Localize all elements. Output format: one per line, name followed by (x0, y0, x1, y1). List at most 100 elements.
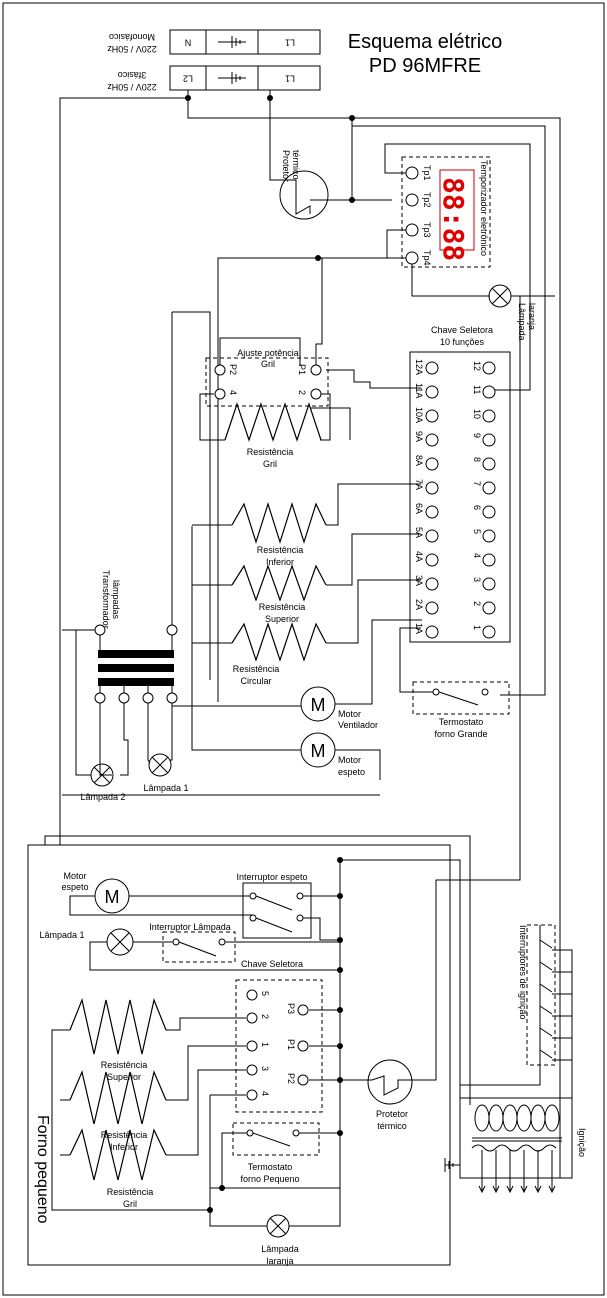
small-selector-terminal (246, 1040, 258, 1052)
lamps-big: Lâmpada 2 Lâmpada 1 (80, 753, 189, 802)
supply-tri-l2: L2 (183, 74, 193, 84)
small-selector-label: P1 (286, 1039, 296, 1050)
selector-terminal-right (482, 505, 496, 519)
small-res-gril-line1: Resistência (107, 1187, 154, 1197)
selector-terminal-left (425, 625, 439, 639)
selector-label-right: 5 (472, 529, 482, 534)
ignition-coil (474, 1104, 490, 1132)
res-circular-line1: Resistência (233, 664, 280, 674)
supply-mono-block: N L1 220V / 50Hz Monofásico (107, 29, 321, 55)
selector-terminal-right (482, 409, 496, 423)
grill-adjust-line2: Gril (261, 359, 275, 369)
small-selector-terminal (297, 1040, 309, 1052)
protector-top-line2: térmico (291, 150, 301, 180)
small-res-inf-line2: Inferior (110, 1142, 138, 1152)
timer-tp4: Tp4 (422, 250, 432, 266)
selector-label-left: 11A (414, 383, 424, 398)
small-selector-label: 4 (260, 1091, 270, 1096)
selector-label-left: 2A (414, 599, 424, 610)
small-selector-label: Chave Seletora (241, 959, 303, 969)
selector-label-right: 2 (472, 601, 482, 606)
grill-adjust-4: 4 (228, 390, 238, 395)
selector-label-right: 12 (472, 361, 482, 371)
res-gril-line1: Resistência (247, 447, 294, 457)
selector-line2: 10 funções (440, 337, 485, 347)
transformer-line1: Transformador (101, 570, 111, 629)
res-gril-line2: Gril (263, 459, 277, 469)
ignition-output-arrow (478, 1150, 486, 1194)
ignition-output-arrow (492, 1150, 500, 1194)
electronic-timer: 88:88 Temporizador eletrônico Tp1 Tp2 Tp… (401, 156, 491, 268)
switch-spit-label: Interruptor espeto (236, 872, 307, 882)
supply-mono-volts: 220V / 50Hz (107, 44, 157, 54)
timer-label: Temporizador eletrônico (479, 160, 489, 256)
selector-terminal-left (425, 457, 439, 471)
supply-mono-type: Monofásico (109, 32, 155, 42)
selector-label-right: 4 (472, 553, 482, 558)
transformer-lamps: Transformador lâmpadas (94, 570, 178, 704)
selector-terminal-left (425, 481, 439, 495)
title-line1: Esquema elétrico (348, 31, 503, 53)
small-selector-label: 3 (260, 1066, 270, 1071)
motor-fan-line2: Ventilador (338, 720, 378, 730)
selector-label-right: 8 (472, 457, 482, 462)
thermostat-big: Termostato forno Grande (412, 681, 510, 739)
selector-terminal-left (425, 361, 439, 375)
selector-terminal-right (482, 481, 496, 495)
motor-spit-line1: Motor (338, 755, 361, 765)
ignition-switch-contact (539, 1049, 553, 1059)
ignition-switch-contact (539, 939, 553, 949)
small-res-sup-line1: Resistência (101, 1060, 148, 1070)
selector-label-left: 7A (414, 479, 424, 490)
supply-tri-volts: 220V / 50Hz (107, 82, 157, 92)
selector-label-right: 7 (472, 481, 482, 486)
small-lamp-orange-line2: laranja (266, 1256, 293, 1266)
motor-spit-symbol: M (311, 741, 326, 761)
small-selector-label: 5 (260, 991, 270, 996)
lamp-orange-top-line2: laranja (527, 303, 537, 330)
supply-mono-l1: L1 (285, 38, 295, 48)
small-selector-label: 1 (260, 1042, 270, 1047)
small-selector-terminal (246, 1064, 258, 1076)
motor-spit-big: M Motor espeto (300, 732, 365, 777)
selector-label-left: 9A (414, 431, 424, 442)
selector-terminal-right (482, 625, 496, 639)
selector-label-left: 5A (414, 527, 424, 538)
lamp-orange-top: Lâmpada laranja (488, 284, 555, 341)
selector-terminal-right (482, 361, 496, 375)
supply-tri-block: L2 L1 220V / 50Hz 3fásico (107, 65, 321, 92)
selector-terminal-right (482, 433, 496, 447)
selector-terminal-right (482, 529, 496, 543)
small-thermostat-line2: forno Pequeno (240, 1174, 299, 1184)
small-lamp1: Lâmpada 1 (39, 930, 84, 940)
selector-terminal-left (425, 553, 439, 567)
selector-label-right: 11 (472, 385, 482, 394)
res-inferior-line2: Inferior (266, 557, 294, 567)
small-selector-label: P2 (286, 1073, 296, 1084)
small-res-sup-line2: Superior (107, 1072, 141, 1082)
timer-tp2: Tp2 (422, 192, 432, 208)
title-line2: PD 96MFRE (369, 55, 481, 77)
selector-terminal-right (482, 601, 496, 615)
ignition-switches: Interruptores de ignição (460, 924, 573, 1098)
timer-tp3: Tp3 (422, 222, 432, 238)
supply-wires (59, 90, 561, 1178)
ignition-secondary (471, 1144, 557, 1152)
motor-fan: M Motor Ventilador (300, 686, 378, 730)
selector-terminal-left (425, 577, 439, 591)
ignition-output-arrow (520, 1150, 528, 1194)
ignition-switch-contact (539, 961, 553, 971)
grill-power-adjust: Ajuste potência Gril P2 4 P1 2 (205, 348, 329, 407)
supply-mono-n: N (185, 38, 192, 48)
small-oven-label: Forno pequeno (34, 1115, 51, 1224)
ignition-core (472, 1137, 562, 1142)
selector-terminal-left (425, 409, 439, 423)
grill-adjust-p1: P1 (297, 364, 307, 375)
small-motor-line2: espeto (61, 882, 88, 892)
resistance-inferior: Resistência Inferior (231, 502, 327, 567)
ignition-switch-wire (552, 1015, 573, 1098)
motor-fan-line1: Motor (338, 709, 361, 719)
ignition-output-arrow (506, 1150, 514, 1194)
